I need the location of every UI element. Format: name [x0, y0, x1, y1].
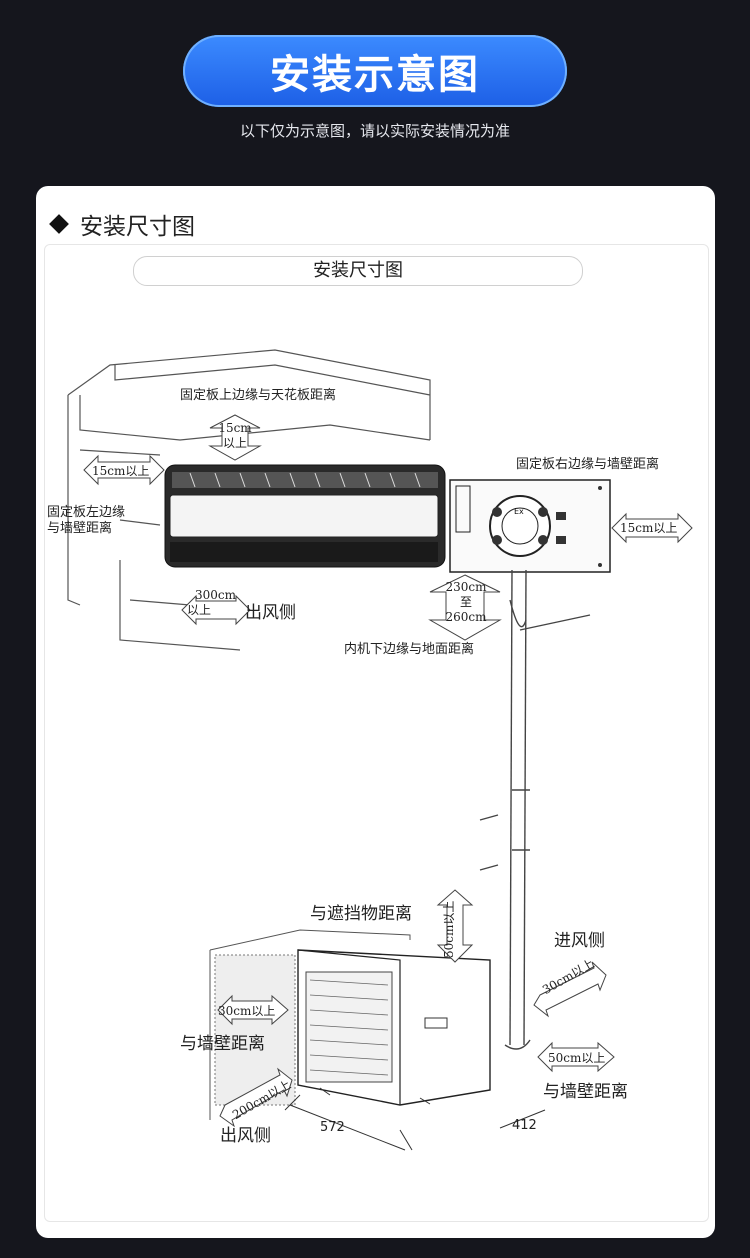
- label-outlet-side-outdoor: 出风侧: [220, 1126, 271, 1146]
- dimension-lines: [284, 1094, 546, 1151]
- label-dim-412: 412: [512, 1118, 537, 1133]
- label-obstacle-50cm: 50cm以上: [442, 900, 456, 958]
- drain-pipe: [479, 569, 591, 1050]
- indoor-unit: [164, 464, 446, 568]
- label-right-50cm: 50cm以上: [548, 1051, 606, 1065]
- page-subtitle: 以下仅为示意图，请以实际安装情况为准: [239, 122, 510, 140]
- ex-mark: Ex: [514, 507, 524, 516]
- label-inlet-side: 进风侧: [554, 931, 605, 951]
- label-front-300cm: 300cm 以上: [187, 588, 236, 618]
- label-front-300cm-b: 以上: [187, 603, 212, 617]
- label-front-300cm-a: 300cm: [195, 588, 237, 602]
- diagram-title: 安装尺寸图: [133, 256, 583, 286]
- label-top-15cm-a: 15cm: [218, 421, 252, 435]
- label-plate-right-wall: 固定板右边缘与墙壁距离: [516, 457, 660, 472]
- label-floor-a: 230cm: [445, 580, 487, 594]
- mounting-plate: [449, 479, 611, 573]
- diagram-frame: [44, 244, 709, 1222]
- label-left-wall: 与墙壁距离: [180, 1034, 265, 1054]
- label-dim-572: 572: [320, 1120, 345, 1135]
- label-left-15cm: 15cm以上: [92, 464, 150, 478]
- label-bottom-floor: 内机下边缘与地面距离: [344, 642, 475, 657]
- label-floor-c: 260cm: [445, 610, 487, 624]
- label-plate-left-wall-a: 固定板左边缘: [47, 505, 126, 520]
- label-top-15cm: 15cm 以上: [212, 421, 258, 451]
- label-right-15cm: 15cm以上: [620, 521, 678, 535]
- label-floor-b: 至: [459, 595, 472, 609]
- label-plate-top-ceiling: 固定板上边缘与天花板距离: [180, 388, 337, 403]
- label-top-15cm-b: 以上: [222, 436, 247, 450]
- page-title-pill: 安装示意图: [183, 35, 567, 107]
- page-title: 安装示意图: [270, 52, 480, 98]
- label-left-30cm: 30cm以上: [218, 1004, 276, 1018]
- distance-arrows: [83, 414, 693, 1128]
- label-obstacle: 与遮挡物距离: [310, 904, 412, 924]
- label-plate-left-wall: 固定板左边缘 与墙壁距离: [47, 505, 125, 538]
- label-plate-left-wall-b: 与墙壁距离: [47, 521, 113, 537]
- section-heading-text: 安装尺寸图: [80, 214, 195, 240]
- label-outlet-side-indoor: 出风侧: [245, 603, 296, 623]
- label-floor-distance: 230cm 至 260cm: [444, 580, 488, 625]
- label-right-wall: 与墙壁距离: [543, 1082, 628, 1102]
- section-heading: 安装尺寸图: [48, 206, 195, 242]
